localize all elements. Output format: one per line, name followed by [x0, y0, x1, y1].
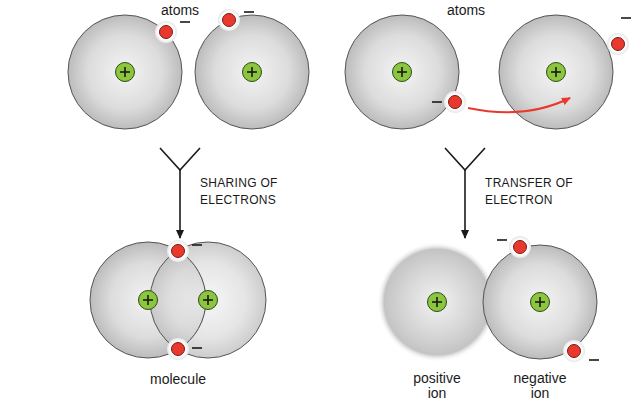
reaction-arrow: [179, 170, 181, 238]
process-label: TRANSFER OF ELECTRON: [485, 175, 585, 209]
group-label: atoms: [447, 3, 485, 18]
group-label: atoms: [161, 3, 199, 18]
transfer-arrow: [468, 98, 570, 112]
atom-shell: [195, 15, 309, 129]
atom-shell: [345, 15, 459, 129]
result-label: molecule: [150, 372, 206, 387]
atom-shell: [150, 242, 266, 358]
reaction-arrow: [464, 170, 466, 238]
process-label: SHARING OF ELECTRONS: [200, 175, 300, 209]
merge-mark: [445, 148, 485, 170]
atom-shell: [68, 15, 182, 129]
result-label: negative ion: [505, 371, 575, 401]
positive-ion: [377, 242, 497, 362]
merge-mark: [160, 148, 200, 170]
result-label: positive ion: [402, 371, 472, 401]
